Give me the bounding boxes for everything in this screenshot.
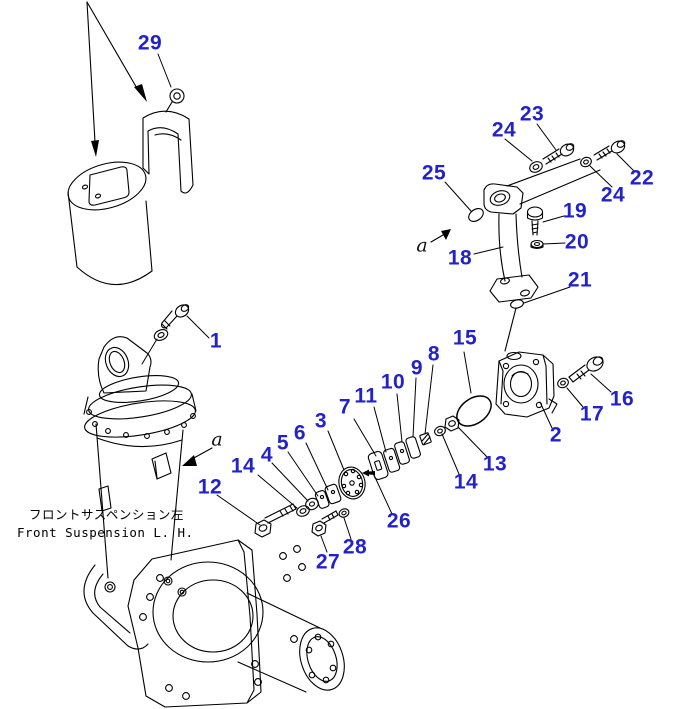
part-callout-15: 15 [452, 326, 478, 350]
part-callout-4: 4 [260, 443, 274, 467]
part-callout-7: 7 [338, 395, 352, 419]
part-callout-1: 1 [209, 329, 223, 353]
part-callout-18: 18 [447, 246, 473, 270]
reference-letter-a: a [211, 428, 223, 451]
part-callout-16: 16 [609, 387, 635, 411]
part-callout-24: 24 [600, 183, 626, 207]
caption-english: Front Suspension L. H. [17, 525, 194, 540]
bracket-drawing [468, 140, 626, 303]
part-callout-29: 29 [137, 31, 163, 55]
part-callout-23: 23 [519, 102, 545, 126]
part-callout-27: 27 [315, 550, 341, 574]
assembly-direction-arrows [86, 1, 147, 157]
part-callout-21: 21 [567, 268, 593, 292]
part-callout-25: 25 [421, 161, 447, 185]
part-callout-8: 8 [427, 342, 441, 366]
leader-lines [141, 53, 635, 553]
reference-arrows [182, 229, 451, 466]
part-callout-6: 6 [293, 421, 307, 445]
valve-chain-drawing [254, 415, 460, 538]
part-callout-14: 14 [453, 470, 479, 494]
part-callout-19: 19 [562, 199, 588, 223]
part-callout-10: 10 [380, 370, 406, 394]
part-callout-20: 20 [564, 230, 590, 254]
part-callout-17: 17 [579, 402, 605, 426]
housing-drawing [495, 299, 604, 418]
part-callout-3: 3 [314, 409, 328, 433]
part-callout-12: 12 [197, 475, 223, 499]
base-axle-drawing [83, 539, 345, 708]
part-callout-14: 14 [230, 454, 256, 478]
part-callout-13: 13 [482, 452, 508, 476]
part-callout-2: 2 [549, 423, 563, 447]
part-callout-9: 9 [410, 356, 424, 380]
top-covers-drawing [67, 88, 194, 286]
reference-letter-a: a [416, 234, 428, 257]
part-callout-5: 5 [276, 431, 290, 455]
oring-drawing [456, 395, 492, 427]
part-callout-26: 26 [386, 509, 412, 533]
part-callout-24: 24 [491, 118, 517, 142]
part-callout-22: 22 [629, 166, 655, 190]
part-callout-28: 28 [342, 535, 368, 559]
rod-eye-drawing [97, 304, 190, 394]
caption-japanese: フロントサスペンション左 [29, 507, 184, 522]
suspension-cylinder-drawing [83, 375, 197, 579]
part-callout-11: 11 [354, 384, 378, 408]
